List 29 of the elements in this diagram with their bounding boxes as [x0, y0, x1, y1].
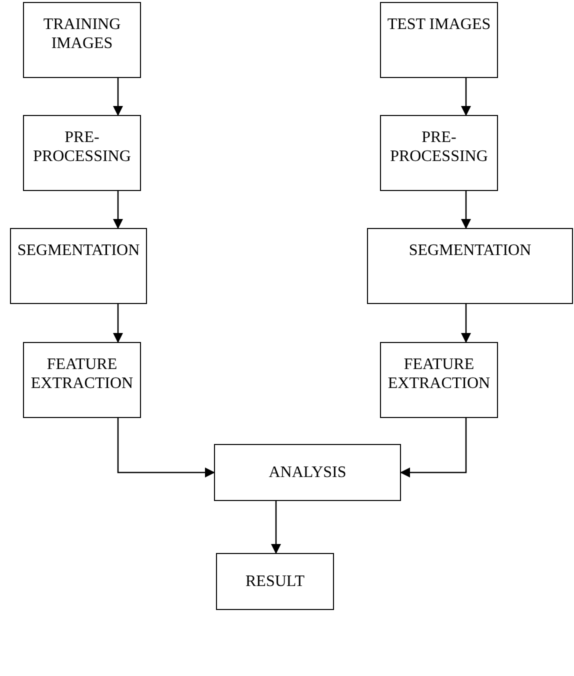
process-box	[216, 553, 334, 610]
arrow	[461, 304, 471, 343]
process-box	[23, 2, 141, 78]
box-label: TEST IMAGES	[387, 15, 491, 34]
box-label: SEGMENTATION	[408, 241, 532, 260]
process-box	[380, 115, 498, 191]
arrow	[461, 78, 471, 116]
arrow	[400, 418, 467, 478]
box-label: FEATURE EXTRACTION	[386, 355, 492, 394]
process-box	[367, 228, 573, 304]
box-label: PRE-PROCESSING	[389, 128, 489, 166]
box-label: FEATURE EXTRACTION	[30, 355, 134, 394]
process-box	[23, 342, 141, 418]
process-box	[10, 228, 147, 304]
box-label: ANALYSIS	[268, 462, 346, 482]
arrow	[113, 304, 123, 343]
arrow	[113, 191, 123, 229]
arrow	[113, 78, 123, 116]
box-label: PRE-PROCESSING	[32, 128, 132, 166]
arrow	[461, 191, 471, 229]
process-box	[23, 115, 141, 191]
process-box	[380, 2, 498, 78]
process-box	[380, 342, 498, 418]
box-label: SEGMENTATION	[17, 241, 140, 260]
arrow	[117, 418, 215, 478]
box-label: TRAINING IMAGES	[42, 15, 122, 54]
box-label: RESULT	[246, 572, 304, 592]
arrow	[271, 501, 281, 554]
process-box	[214, 444, 401, 501]
